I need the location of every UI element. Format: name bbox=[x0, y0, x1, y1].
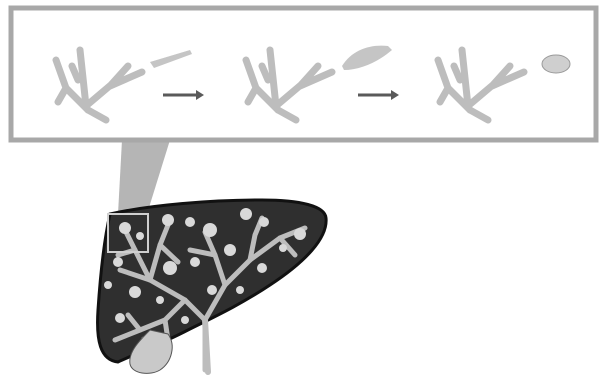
cyst-icon bbox=[163, 261, 177, 275]
cyst-icon bbox=[203, 223, 217, 237]
cyst-icon bbox=[259, 217, 269, 227]
cyst-icon bbox=[104, 281, 112, 289]
cyst-icon bbox=[542, 55, 570, 73]
cyst-icon bbox=[224, 244, 236, 256]
cyst-icon bbox=[185, 217, 195, 227]
cyst-icon bbox=[257, 263, 267, 273]
cyst-icon bbox=[129, 286, 141, 298]
cyst-icon bbox=[294, 228, 306, 240]
cyst-icon bbox=[156, 296, 164, 304]
cyst-icon bbox=[136, 232, 144, 240]
cyst-icon bbox=[190, 257, 200, 267]
cyst-icon bbox=[162, 214, 174, 226]
cyst-icon bbox=[113, 257, 123, 267]
cyst-icon bbox=[240, 208, 252, 220]
cyst-icon bbox=[236, 286, 244, 294]
common-bile-duct bbox=[205, 320, 208, 372]
inset-panel bbox=[11, 8, 596, 140]
cyst-icon bbox=[181, 316, 189, 324]
cyst-icon bbox=[119, 222, 131, 234]
liver-icon bbox=[98, 200, 327, 370]
cyst-icon bbox=[115, 313, 125, 323]
callout-wedge bbox=[118, 140, 170, 214]
cyst-icon bbox=[207, 285, 217, 295]
cyst-icon bbox=[279, 244, 287, 252]
